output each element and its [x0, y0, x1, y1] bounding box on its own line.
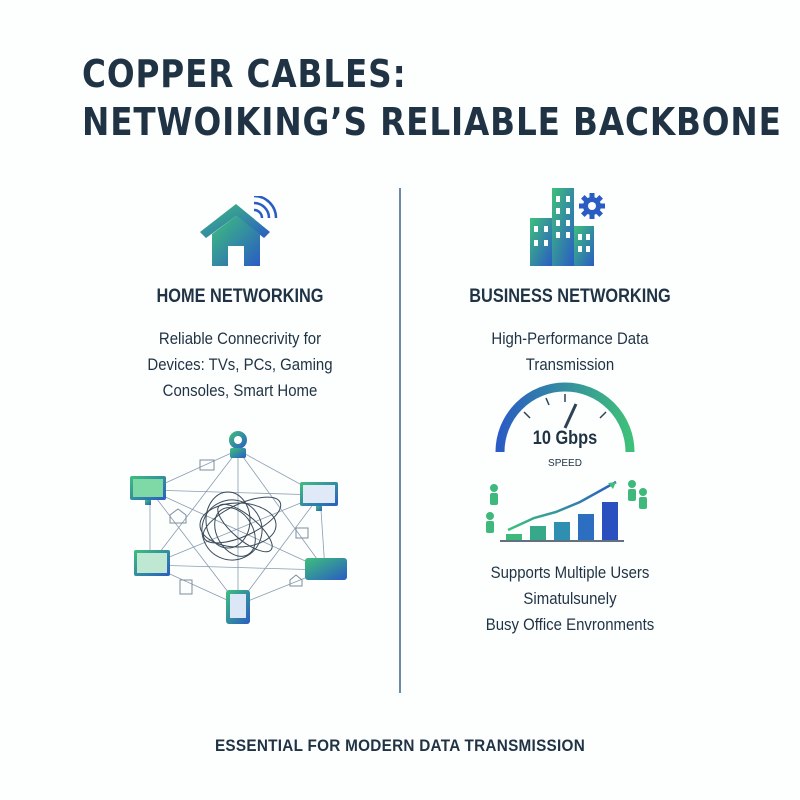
- title-line-2: NETWOIKING’S RELIABLE BACKBONE: [82, 100, 782, 144]
- title-line-1: COPPER CABLES:: [82, 52, 407, 96]
- home-desc-line: Reliable Connecrivity for: [158, 329, 322, 348]
- column-divider: [399, 188, 401, 693]
- home-desc-line: Devices: TVs, PCs, Gaming: [147, 355, 333, 374]
- home-networking-heading: HOME NETWORKING: [156, 286, 324, 307]
- footer-tagline: ESSENTIAL FOR MODERN DATA TRANSMISSION: [214, 736, 586, 755]
- business-desc-line: High-Performance Data: [491, 329, 649, 348]
- device-network-icon: [130, 431, 347, 624]
- page-title: COPPER CABLES: NETWOIKING’S RELIABLE BAC…: [82, 50, 782, 146]
- home-desc-line: Consoles, Smart Home: [162, 381, 318, 400]
- business-support-description: Supports Multiple Users Simatulsunely Bu…: [447, 560, 693, 638]
- business-networking-description: High-Performance Data Transmission: [456, 326, 685, 378]
- business-networking-heading: BUSINESS NETWORKING: [469, 286, 671, 307]
- support-line: Supports Multiple Users: [490, 563, 650, 582]
- gauge-label: SPEED: [548, 458, 582, 469]
- users-growth-chart-icon: [486, 480, 647, 542]
- speed-gauge-icon: [495, 382, 635, 453]
- home-networking-description: Reliable Connecrivity for Devices: TVs, …: [117, 326, 363, 404]
- support-line: Busy Office Envronments: [485, 615, 655, 634]
- house-wifi-icon: [200, 196, 278, 266]
- support-line: Simatulsunely: [523, 589, 617, 608]
- office-building-gear-icon: [530, 188, 605, 266]
- business-desc-line: Transmission: [525, 355, 615, 374]
- gauge-value: 10 Gbps: [532, 428, 598, 449]
